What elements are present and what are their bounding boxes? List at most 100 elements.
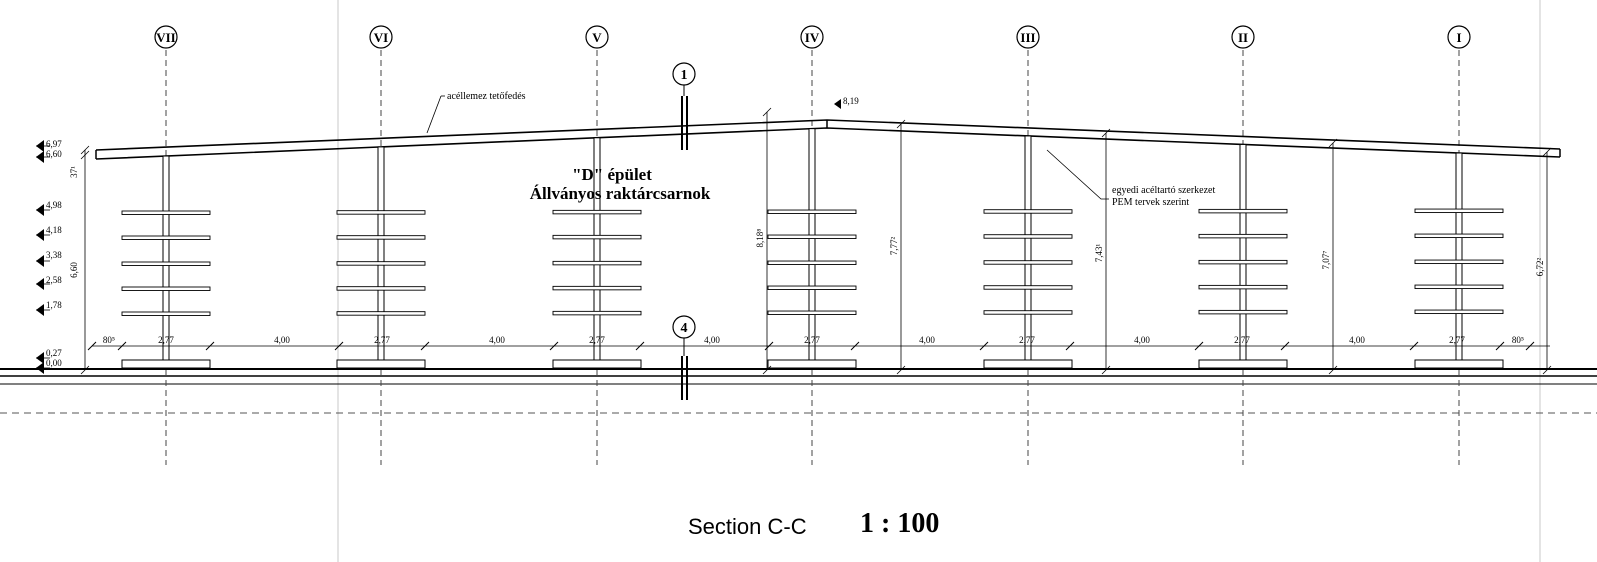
axis-bubble xyxy=(1231,25,1255,49)
dimension-label: 4,00 xyxy=(919,335,935,345)
dimension-label: 2,77 xyxy=(1019,335,1035,345)
level-marks: 6,97 6,60 4,98 4,18 3,38 2,58 1,78 0,27 xyxy=(36,139,62,374)
level-mark: 3,38 xyxy=(36,250,62,267)
steel-column xyxy=(808,128,816,361)
axis-bubble xyxy=(154,25,178,49)
dimension-label: 4,00 xyxy=(489,335,505,345)
steel-column xyxy=(162,155,170,361)
structure-note-leader xyxy=(1046,149,1109,200)
steel-column xyxy=(1455,152,1463,361)
rack-shelf xyxy=(1414,284,1504,290)
axis-label: I xyxy=(1456,30,1461,45)
rack-structures xyxy=(121,128,1504,369)
rack-shelf xyxy=(1414,208,1504,214)
rack-base xyxy=(767,359,857,369)
axis-bubble xyxy=(369,25,393,49)
rack-shelf xyxy=(1414,259,1504,265)
axis-bubble xyxy=(585,25,609,49)
level-label: 0,00 xyxy=(46,358,62,368)
dimension-label: 2,77 xyxy=(804,335,820,345)
dim-left-total: 6,60 xyxy=(69,262,79,278)
rack-shelf xyxy=(1414,233,1504,239)
dimension-tick xyxy=(334,341,344,351)
level-mark: 0,00 xyxy=(36,358,62,374)
rack-base xyxy=(983,359,1073,369)
rack-shelf xyxy=(336,261,426,266)
roof-note-leader xyxy=(426,95,442,134)
dimension-label: 2,77 xyxy=(1234,335,1250,345)
rack-shelf xyxy=(336,235,426,240)
rack-shelf xyxy=(1198,259,1288,265)
rack-base xyxy=(1198,359,1288,369)
dimension-tick xyxy=(87,341,97,351)
rack-base xyxy=(121,359,211,369)
axis-bubble xyxy=(1016,25,1040,49)
rack-shelf xyxy=(1198,309,1288,315)
section-marker-top: 1 xyxy=(681,68,688,83)
level-mark: 4,98 xyxy=(36,200,62,216)
level-label: 0,27 xyxy=(46,348,62,358)
rack-shelf xyxy=(552,310,642,316)
level-mark: 4,18 xyxy=(36,225,62,241)
structure-note-line2: PEM tervek szerint xyxy=(1112,197,1189,208)
level-label: 2,58 xyxy=(46,275,62,285)
dim-743: 7,43¹ xyxy=(1094,243,1104,262)
rack-base xyxy=(1414,359,1504,369)
level-label: 4,18 xyxy=(46,225,62,235)
axis-label: VII xyxy=(156,30,176,45)
rack-shelf xyxy=(552,260,642,266)
level-label: 3,38 xyxy=(46,250,62,260)
rack-shelf xyxy=(121,286,211,291)
level-mark: 6,60 xyxy=(36,149,62,163)
rack-shelf xyxy=(121,261,211,266)
axis-label: II xyxy=(1238,30,1248,45)
dimension-label: 2,77 xyxy=(158,335,174,345)
dimension-tick xyxy=(1194,341,1204,351)
dimension-label: 2,77 xyxy=(1449,335,1465,345)
dimension-tick xyxy=(979,341,989,351)
rack-shelf xyxy=(1198,208,1288,214)
caption-scale: 1 : 100 xyxy=(860,508,940,539)
ground-lines xyxy=(0,368,1597,385)
dimension-tick xyxy=(1409,341,1419,351)
dimension-label: 4,00 xyxy=(1349,335,1365,345)
rack-shelf xyxy=(1198,284,1288,290)
level-mark: 6,97 xyxy=(36,139,62,152)
dimension-label: 4,00 xyxy=(274,335,290,345)
level-label: 6,60 xyxy=(46,149,62,159)
roof-note: acéllemez tetőfedés xyxy=(447,91,526,102)
rack-shelf xyxy=(983,260,1073,265)
dimension-label: 80⁵ xyxy=(1512,335,1524,345)
caption: Section C-C 1 : 100 xyxy=(0,508,1597,548)
rack-shelf xyxy=(983,310,1073,315)
ridge-level-mark: 8,19 xyxy=(834,96,859,109)
dim-left-small: 37¹ xyxy=(69,166,79,178)
building-title-line1: "D" épület xyxy=(572,165,652,184)
axis-bubble xyxy=(1447,25,1471,49)
level-label: 6,97 xyxy=(46,139,62,149)
building-title-line2: Állványos raktárcsarnok xyxy=(530,184,711,203)
section-cut-marker: 1 4 xyxy=(672,62,696,400)
rack-shelf xyxy=(767,234,857,239)
dimension-label: 2,77 xyxy=(374,335,390,345)
dimension-tick xyxy=(850,341,860,351)
axis-label: IV xyxy=(805,30,820,45)
axis-label: V xyxy=(592,30,602,45)
level-mark: 1,78 xyxy=(36,300,62,316)
dim-707: 7,07⁷ xyxy=(1321,251,1331,270)
caption-label: Section C-C xyxy=(688,514,807,539)
steel-column xyxy=(1239,143,1247,361)
rack-shelf xyxy=(767,310,857,315)
rack-base xyxy=(336,359,426,369)
dimension-tick xyxy=(205,341,215,351)
rack-shelf xyxy=(1198,233,1288,239)
dimension-tick xyxy=(420,341,430,351)
dimension-tick xyxy=(549,341,559,351)
level-mark: 0,27 xyxy=(36,348,62,364)
steel-column xyxy=(377,146,385,361)
rack-shelf xyxy=(121,311,211,316)
section-marker-bottom: 4 xyxy=(681,321,688,336)
structure-note-line1: egyedi acéltartó szerkezet xyxy=(1112,185,1215,196)
